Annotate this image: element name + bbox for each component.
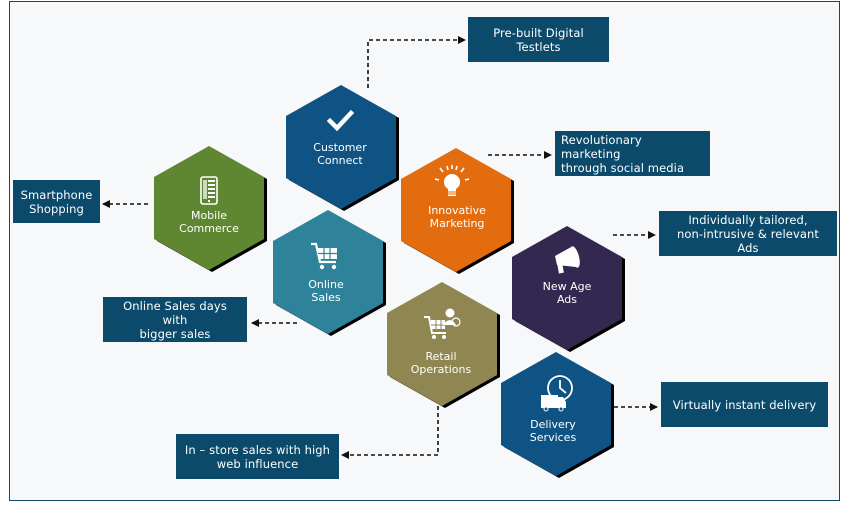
connector-retail-operations bbox=[341, 406, 439, 459]
hexagon-innovative-marketing bbox=[401, 148, 511, 272]
cart-user-icon bbox=[424, 308, 461, 339]
connectors bbox=[102, 36, 658, 459]
box-virtually-instant-delivery: Virtually instant delivery bbox=[661, 382, 828, 427]
hexagon-online-sales bbox=[273, 210, 383, 334]
connector-customer-connect bbox=[367, 36, 466, 88]
checkmark-icon bbox=[326, 109, 355, 132]
hexagon-delivery-services bbox=[501, 352, 611, 476]
delivery-truck-clock-icon bbox=[541, 375, 573, 412]
hexagon-retail-operations bbox=[387, 282, 497, 406]
shopping-cart-icon bbox=[311, 242, 337, 270]
smartphone-icon bbox=[200, 176, 218, 205]
hexagon-new-age-ads bbox=[512, 226, 622, 350]
lightbulb-icon bbox=[434, 165, 470, 196]
hexagon-customer-connect bbox=[286, 85, 396, 209]
megaphone-icon bbox=[555, 246, 580, 274]
hexagon-mobile-commerce bbox=[154, 146, 264, 270]
box-individually-tailored-ads: Individually tailored,non-intrusive & re… bbox=[659, 211, 837, 256]
